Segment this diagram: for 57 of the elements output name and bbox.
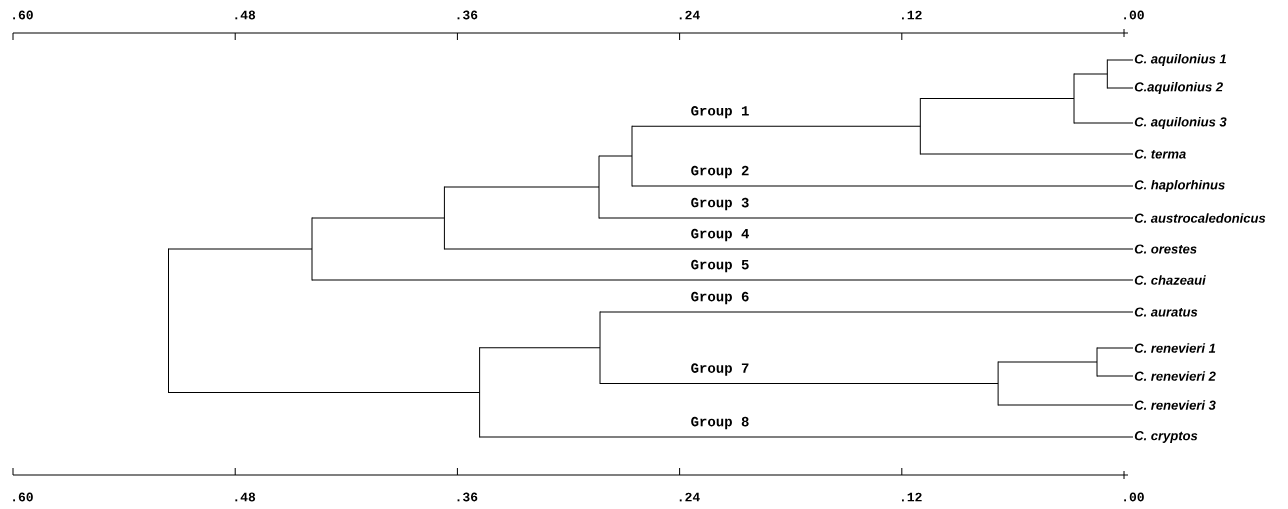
tree-branch <box>598 155 633 157</box>
tree-branch <box>1073 73 1108 75</box>
tick-label: .00 <box>1124 10 1144 20</box>
tree-branch <box>631 125 921 127</box>
species-label: C. aquilonius 3 <box>1134 116 1227 130</box>
tree-branch <box>479 436 1134 438</box>
tick-label: .48 <box>235 10 256 20</box>
edge-label: Group 3 <box>689 196 751 212</box>
species-label: C. renevieri 3 <box>1134 400 1216 410</box>
tree-branch <box>599 383 999 384</box>
tree-branch <box>919 153 1134 155</box>
tick-label: .12 <box>902 492 922 502</box>
tick-label: .12 <box>902 10 922 20</box>
tick-label: .60 <box>13 492 33 502</box>
edge-label: Group 8 <box>689 415 751 431</box>
edge-label: Group 6 <box>689 290 751 306</box>
tree-branch <box>168 391 481 393</box>
tree-branch <box>919 98 1075 99</box>
tree-branch <box>631 185 1134 187</box>
tree-branch <box>599 311 1134 313</box>
tree-branch <box>1106 59 1134 61</box>
tree-branch <box>443 186 600 188</box>
species-label: C. terma <box>1134 149 1186 159</box>
tree-branch <box>598 217 1134 219</box>
tree-branch <box>1073 122 1134 124</box>
tick-label: .24 <box>679 10 700 20</box>
tree-branch <box>168 248 313 250</box>
tick-label: .36 <box>457 492 478 502</box>
tree-branch <box>1096 375 1134 377</box>
species-label: C. renevieri 2 <box>1134 371 1216 381</box>
tree-branch <box>997 404 1134 406</box>
tick-label: .36 <box>457 10 478 20</box>
tree-branch <box>997 361 1098 363</box>
tree-branch <box>311 217 445 219</box>
species-label: C. aquilonius 1 <box>1134 53 1226 67</box>
tree-branch <box>1096 347 1134 349</box>
edge-label: Group 4 <box>689 227 751 243</box>
species-label: C. chazeaui <box>1134 275 1206 285</box>
tick-label: .48 <box>235 492 256 502</box>
edge-label: Group 7 <box>689 362 751 377</box>
edge-label: Group 1 <box>689 105 751 120</box>
tree-branch <box>311 279 1134 281</box>
species-label: C. austrocaledonicus <box>1134 213 1266 223</box>
species-label: C. haplorhinus <box>1134 179 1225 193</box>
species-label: C. renevieri 1 <box>1134 343 1216 353</box>
tick-label: .00 <box>1124 492 1144 502</box>
edge-label: Group 5 <box>689 258 751 274</box>
tree-branch <box>443 248 1134 250</box>
tick-label: .60 <box>13 10 33 20</box>
species-label: C. orestes <box>1134 244 1197 254</box>
species-label: C. auratus <box>1134 307 1198 317</box>
species-label: C. cryptos <box>1134 431 1198 443</box>
tree-branch <box>479 347 601 349</box>
edge-label: Group 2 <box>689 164 751 180</box>
tick-label: .24 <box>679 492 700 502</box>
species-label: C.aquilonius 2 <box>1134 81 1223 95</box>
tree-branch <box>1106 87 1134 89</box>
